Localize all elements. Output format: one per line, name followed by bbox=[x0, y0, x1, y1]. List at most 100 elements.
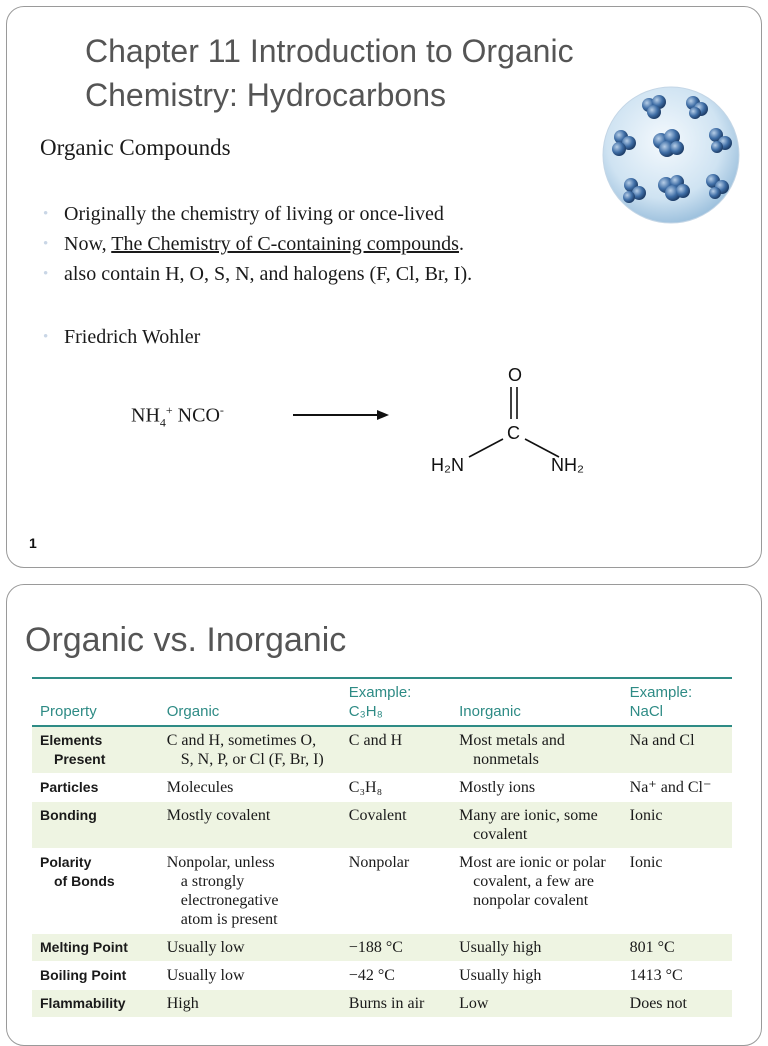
cell-line: Nonpolar, unless bbox=[166, 854, 275, 871]
bullet-item: also contain H, O, S, N, and halogens (F… bbox=[41, 259, 601, 289]
table-cell: Burns in air bbox=[340, 989, 452, 1018]
cell-line: Usually low bbox=[166, 939, 245, 956]
title-line-1: Chapter 11 Introduction to Organic bbox=[85, 33, 574, 69]
cell-line: electronegative bbox=[180, 892, 279, 909]
cell-line: Elements bbox=[40, 732, 103, 748]
bullet-item: Friedrich Wohler bbox=[41, 322, 601, 352]
table-cell: Na⁺ and Cl⁻ bbox=[621, 773, 732, 802]
cell-line: Na⁺ and Cl⁻ bbox=[629, 779, 712, 796]
reactant-subscript: 4 bbox=[159, 415, 166, 430]
table-cell: Mostly ions bbox=[451, 773, 622, 802]
table-cell: Usually low bbox=[158, 961, 341, 990]
table-cell: Ionic bbox=[621, 848, 732, 934]
table-cell: Molecules bbox=[158, 773, 341, 802]
cell-line: Mostly covalent bbox=[166, 807, 271, 824]
cell-line: Na and Cl bbox=[629, 732, 695, 749]
urea-carbon-label: C bbox=[507, 423, 520, 443]
cell-line: Usually low bbox=[166, 967, 245, 984]
cell-line: Present bbox=[54, 751, 106, 767]
cell-line: Usually high bbox=[459, 939, 542, 956]
table-cell: 801 °C bbox=[621, 933, 732, 962]
reactant-superscript: + bbox=[165, 403, 173, 417]
column-header: Example:C₃H₈ bbox=[340, 677, 452, 727]
cell-line: Nonpolar bbox=[348, 854, 410, 871]
table-cell: Mostly covalent bbox=[158, 801, 341, 849]
cell-line: Boiling Point bbox=[40, 967, 127, 983]
table-cell: Covalent bbox=[340, 801, 452, 849]
cell-line: −188 °C bbox=[348, 939, 403, 956]
bullet-text: Now, bbox=[64, 233, 112, 255]
underlined-text: The Chemistry of C-containing compounds bbox=[111, 233, 459, 255]
cell-line: Usually high bbox=[459, 967, 542, 984]
bullet-list: Originally the chemistry of living or on… bbox=[41, 199, 601, 352]
slide-1: Chapter 11 Introduction to Organic Chemi… bbox=[6, 6, 762, 568]
title-line-2: Chemistry: Hydrocarbons bbox=[85, 77, 446, 113]
table-row: Flammability High Burns in air Low Does not bbox=[32, 989, 732, 1018]
cell-line: of Bonds bbox=[54, 873, 115, 889]
page-number: 1 bbox=[29, 535, 37, 551]
table-cell: Na and Cl bbox=[621, 726, 732, 774]
cell-line: Flammability bbox=[40, 995, 126, 1011]
cell-line: Property bbox=[40, 703, 97, 720]
table-cell: Most are ionic or polar covalent, a few a… bbox=[451, 848, 622, 934]
table-cell: Ionic bbox=[621, 801, 732, 849]
cell-line: Most are ionic or polar bbox=[459, 854, 606, 871]
property-cell: Flammability bbox=[32, 989, 159, 1018]
molecule-sphere-icon bbox=[602, 86, 740, 224]
table-cell: C and H, sometimes O,S, N, P, or Cl (F, … bbox=[158, 726, 341, 774]
cell-line: Inorganic bbox=[459, 703, 521, 720]
cell-line: 801 °C bbox=[629, 939, 675, 956]
slide-title: Organic vs. Inorganic bbox=[25, 621, 347, 659]
table-cell: Usually high bbox=[451, 933, 622, 962]
cell-line: Melting Point bbox=[40, 939, 128, 955]
table-cell: Usually high bbox=[451, 961, 622, 990]
cell-line: 1413 °C bbox=[629, 967, 683, 984]
wohler-reaction: NH4+ NCO- O C H₂N NH₂ bbox=[131, 359, 691, 489]
cell-line: Particles bbox=[40, 779, 99, 795]
cell-line: High bbox=[166, 995, 199, 1012]
table-cell: C and H bbox=[340, 726, 452, 774]
cell-line: atom is present bbox=[180, 911, 278, 928]
reactant-formula: NH4+ NCO- bbox=[131, 403, 224, 431]
cell-line: Molecules bbox=[166, 779, 234, 796]
reactant-nh: NH bbox=[131, 404, 160, 427]
column-header: Property bbox=[32, 677, 159, 727]
cell-line: C and H, sometimes O, bbox=[166, 732, 317, 749]
table-cell: Does not bbox=[621, 989, 732, 1018]
property-cell: Particles bbox=[32, 773, 159, 802]
cell-line: C and H bbox=[348, 732, 403, 749]
cell-line: covalent, a few are bbox=[473, 873, 594, 890]
urea-left-amine-label: H₂N bbox=[431, 455, 464, 475]
column-header: Example:NaCl bbox=[621, 677, 732, 727]
reactant-nco: NCO bbox=[177, 404, 220, 427]
property-cell: Bonding bbox=[32, 801, 159, 849]
table-cell: −188 °C bbox=[340, 933, 452, 962]
table-cell: C₃H₈ bbox=[340, 773, 452, 802]
bullet-text: . bbox=[458, 233, 464, 255]
cell-line: Polarity bbox=[40, 854, 92, 870]
cell-line: Mostly ions bbox=[459, 779, 536, 796]
cell-line: nonpolar covalent bbox=[473, 892, 589, 909]
cell-line: Example: bbox=[629, 684, 693, 701]
cell-line: C₃H₈ bbox=[348, 779, 383, 796]
property-cell: Polarity of Bonds bbox=[32, 848, 159, 934]
table-cell: 1413 °C bbox=[621, 961, 732, 990]
cell-line: C₃H₈ bbox=[348, 703, 383, 720]
cell-line: Low bbox=[459, 995, 489, 1012]
table-cell: Nonpolar bbox=[340, 848, 452, 934]
cell-line: covalent bbox=[473, 826, 528, 843]
column-header: Organic bbox=[158, 677, 341, 727]
cell-line: Bonding bbox=[40, 807, 97, 823]
section-subheading: Organic Compounds bbox=[40, 135, 231, 160]
column-header: Inorganic bbox=[451, 677, 622, 727]
bullet-item: Originally the chemistry of living or on… bbox=[41, 199, 601, 229]
cell-line: Ionic bbox=[629, 854, 663, 871]
